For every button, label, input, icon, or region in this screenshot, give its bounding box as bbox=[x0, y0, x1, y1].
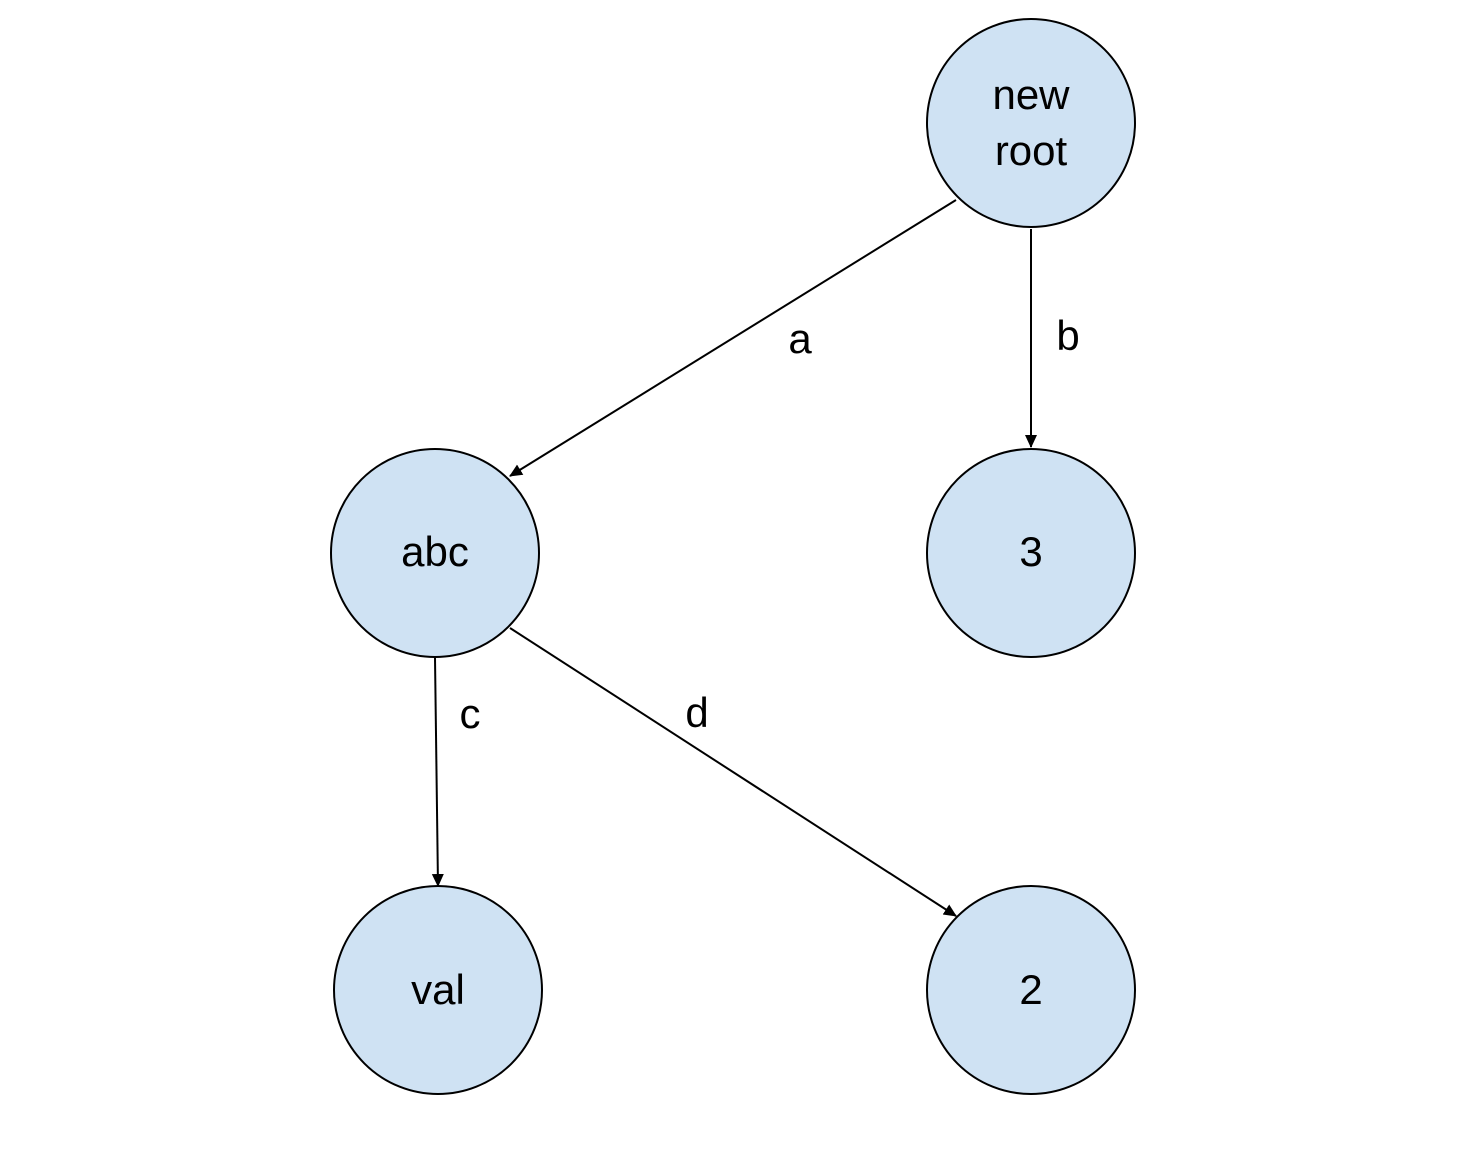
node-new-root-circle bbox=[926, 18, 1136, 228]
edge-label-d: d bbox=[685, 689, 708, 736]
edge-label-b: b bbox=[1056, 312, 1079, 359]
node-new-root: new root bbox=[926, 18, 1136, 228]
edge-labels: a b c d bbox=[460, 312, 1080, 737]
edge-label-a: a bbox=[788, 315, 812, 362]
node-new-root-label-line2: root bbox=[995, 127, 1068, 174]
node-val-circle bbox=[333, 885, 543, 1095]
node-new-root-label-line1: new bbox=[992, 71, 1070, 118]
node-2: 2 bbox=[926, 885, 1136, 1095]
node-3: 3 bbox=[926, 448, 1136, 658]
edge-d bbox=[509, 627, 957, 917]
node-3-label: 3 bbox=[1019, 528, 1042, 575]
edge-c bbox=[431, 657, 444, 887]
node-val-label: val bbox=[411, 966, 465, 1013]
node-2-label: 2 bbox=[1019, 966, 1042, 1013]
node-abc-circle bbox=[330, 448, 540, 658]
edge-a bbox=[509, 199, 957, 477]
edges bbox=[431, 199, 1037, 917]
node-abc-label: abc bbox=[401, 528, 469, 575]
node-2-circle bbox=[926, 885, 1136, 1095]
node-val: val bbox=[333, 885, 543, 1095]
node-abc: abc bbox=[330, 448, 540, 658]
node-3-circle bbox=[926, 448, 1136, 658]
edge-label-c: c bbox=[460, 690, 481, 737]
